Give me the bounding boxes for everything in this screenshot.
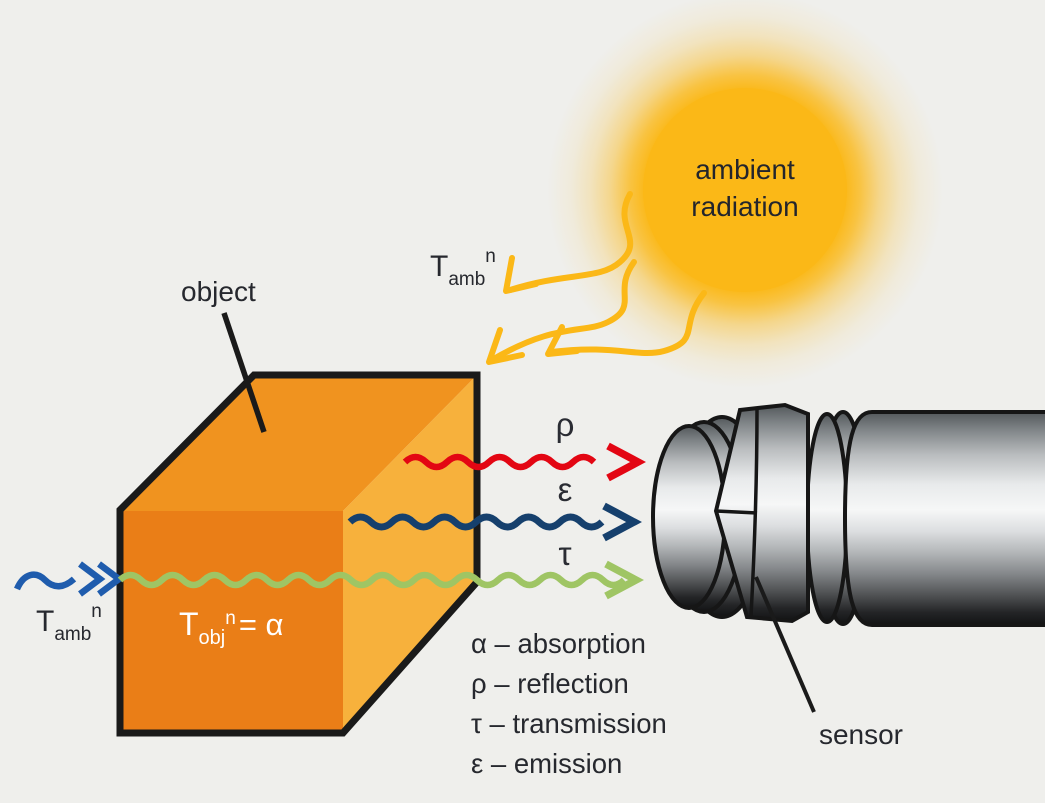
sensor-nut-crease-vertical	[749, 407, 759, 617]
reflection-symbol-label: ρ	[555, 406, 575, 443]
sensor-label: sensor	[818, 719, 904, 750]
sun-label-line1: ambient	[695, 154, 795, 185]
emission-ray-group	[347, 502, 642, 542]
legend-item-emission: ε – emission	[471, 748, 623, 779]
incoming-ray	[14, 571, 77, 591]
cube-front-face	[120, 511, 343, 733]
sensor-hex-nut	[713, 402, 810, 624]
incoming-ray-group	[14, 561, 125, 597]
sensor-front-cap	[651, 424, 727, 610]
legend-item-transmission: τ – transmission	[471, 708, 667, 739]
t-ambient-left-t: T	[36, 605, 55, 638]
sensor-body	[842, 410, 1045, 627]
t-ambient-left-label: Tambn	[36, 601, 102, 646]
reflection-arrowhead-icon	[606, 442, 646, 482]
sensor-pointer-line	[754, 576, 816, 713]
ambient-ray-2	[489, 259, 637, 363]
ambient-ray-1	[507, 191, 634, 293]
t-ambient-top-label: Tambn	[430, 246, 496, 291]
t-ambient-top-sup: n	[485, 246, 496, 267]
ambient-ray-2-arrowhead-icon	[486, 327, 525, 365]
emission-symbol-label: ε	[557, 471, 573, 508]
formula-eq: = α	[238, 607, 284, 642]
legend-item-absorption: α – absorption	[471, 628, 646, 659]
transmission-ray-group	[117, 560, 644, 600]
sun-label-line2: radiation	[691, 191, 799, 222]
ambient-ray-1-arrowhead-icon	[503, 255, 539, 294]
transmission-ray	[117, 571, 627, 589]
transmission-symbol-label: τ	[558, 535, 572, 572]
reflection-ray-group	[402, 442, 646, 482]
emission-ray	[347, 513, 605, 531]
sensor-ring-rear-1	[805, 412, 849, 624]
ambient-ray-3	[548, 290, 707, 356]
cube-top-face	[120, 375, 477, 511]
sun-core	[643, 88, 847, 292]
t-ambient-top-sub: amb	[448, 269, 486, 290]
sensor-nut-crease-horizontal	[715, 509, 758, 515]
formula-sup: n	[225, 608, 236, 629]
t-ambient-left-sup: n	[91, 601, 102, 622]
reflection-ray	[402, 453, 597, 471]
t-ambient-left-sub: amb	[54, 624, 92, 645]
sun-label: ambient radiation	[645, 151, 845, 225]
ambient-ray-3-arrowhead-icon	[545, 324, 580, 357]
ambient-rays-group	[486, 191, 707, 365]
object-formula: Tobjn= α	[179, 606, 283, 650]
incoming-ray-arrowhead-icon	[78, 561, 106, 597]
legend: α – absorption ρ – reflection τ – transm…	[471, 624, 667, 784]
object-pointer-line	[221, 312, 267, 433]
legend-item-reflection: ρ – reflection	[471, 668, 629, 699]
emission-arrowhead-icon	[602, 502, 642, 542]
formula-t: T	[179, 606, 199, 642]
cube-outline	[116, 371, 481, 737]
incoming-ray-arrowhead2-icon	[97, 561, 125, 597]
sensor-group	[651, 402, 1045, 627]
formula-sub: obj	[198, 627, 226, 649]
object-label: object	[181, 276, 256, 307]
transmission-arrowhead-icon	[604, 560, 644, 600]
t-ambient-top-t: T	[430, 250, 449, 283]
